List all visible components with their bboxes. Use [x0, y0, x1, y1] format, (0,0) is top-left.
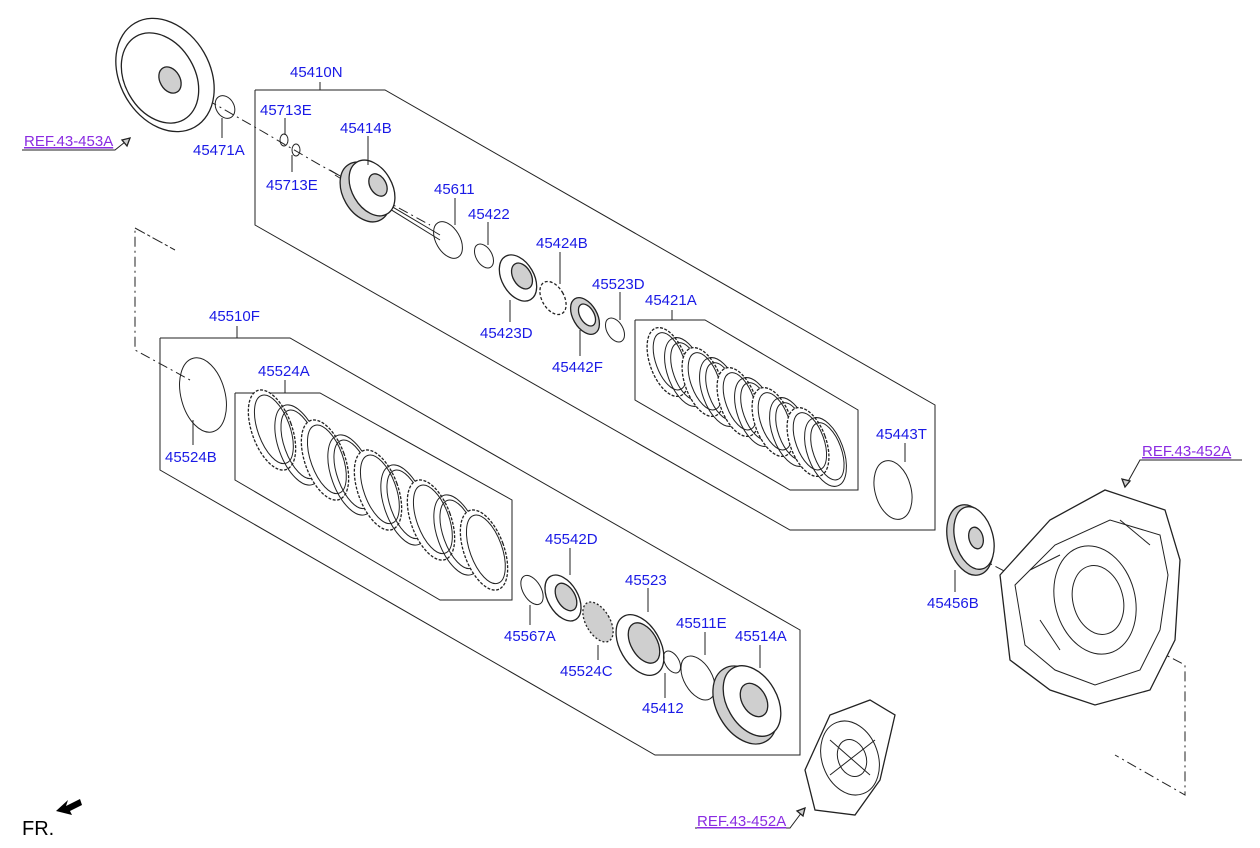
label-45542D: 45542D — [545, 531, 598, 548]
clutch-disc — [804, 417, 847, 487]
center-line-left — [134, 227, 191, 381]
transmission-case — [999, 489, 1181, 706]
label-45423D: 45423D — [480, 325, 533, 342]
clutch-disc-inner — [359, 454, 400, 525]
ring-45471A — [214, 95, 236, 119]
label-45514A: 45514A — [735, 628, 787, 645]
ring-45567A — [520, 574, 544, 606]
label-45524B: 45524B — [165, 449, 217, 466]
label-45442F: 45442F — [552, 359, 603, 376]
ring-45611 — [433, 221, 463, 259]
clutch-disc — [300, 419, 350, 501]
shaft-45414B — [329, 159, 441, 241]
part-45424B — [539, 280, 567, 316]
label-45424B: 45424B — [536, 235, 588, 252]
clutch-disc-inner — [253, 394, 294, 465]
label-45414B: 45414B — [340, 120, 392, 137]
rear-cover — [804, 699, 896, 816]
label-45523D: 45523D — [592, 276, 645, 293]
ring-45511E — [680, 655, 716, 701]
clutch-disc-inner — [306, 424, 347, 495]
clutch-disc-inner — [792, 412, 828, 471]
label-45510F: 45510F — [209, 308, 260, 325]
group-outline-45524A — [234, 392, 513, 601]
ring-45523D — [605, 317, 625, 343]
label-45713E-b: 45713E — [266, 177, 318, 194]
snap-ring-45443T — [873, 460, 913, 520]
clutch-disc — [406, 479, 456, 561]
drum-45514A — [712, 665, 782, 745]
label-45611: 45611 — [434, 181, 475, 198]
ref-link-43-452A-top[interactable]: REF.43-452A — [1142, 443, 1231, 460]
clutch-disc — [786, 406, 830, 478]
label-45713E-a: 45713E — [260, 102, 312, 119]
clutch-disc — [353, 449, 403, 531]
group-outline-45421A — [634, 319, 859, 491]
label-45422: 45422 — [468, 206, 510, 223]
torque-converter — [115, 17, 215, 133]
ref-link-43-452A-bottom[interactable]: REF.43-452A — [697, 813, 786, 830]
part-45423D — [498, 254, 538, 302]
clutch-disc — [459, 509, 509, 591]
clutch-pack-45524A — [247, 389, 509, 591]
label-45524C: 45524C — [560, 663, 613, 680]
center-line-upper — [189, 89, 431, 226]
ref-link-43-453A[interactable]: REF.43-453A — [24, 133, 113, 150]
group-outline-45410N — [254, 89, 936, 531]
part-45542D — [544, 574, 582, 622]
label-45567A: 45567A — [504, 628, 556, 645]
label-45511E: 45511E — [676, 615, 727, 632]
part-45523 — [615, 614, 665, 676]
part-45524C — [582, 601, 614, 643]
leader-lines — [192, 118, 956, 698]
ring-45412 — [662, 650, 682, 674]
fr-label: FR. — [22, 818, 54, 840]
label-45443T: 45443T — [876, 426, 927, 443]
gear-45456B — [946, 504, 995, 576]
snap-ring-45524B — [179, 357, 227, 433]
label-45523: 45523 — [625, 572, 667, 589]
arrow-up-left-icon — [56, 799, 82, 815]
label-45524A: 45524A — [258, 363, 310, 380]
ring-45422 — [474, 243, 494, 269]
label-45456B: 45456B — [927, 595, 979, 612]
clutch-pack-45421A — [646, 326, 847, 487]
ref-452A-top-leader — [1124, 459, 1242, 488]
part-45442F — [569, 297, 601, 335]
label-45421A: 45421A — [645, 292, 697, 309]
group-outline-45510F — [159, 337, 801, 756]
clutch-disc — [247, 389, 297, 471]
clutch-disc-inner — [465, 514, 506, 585]
clutch-disc-inner — [412, 484, 453, 555]
ref-452A-bottom-leader — [695, 807, 806, 829]
label-45412: 45412 — [642, 700, 684, 717]
label-45471A: 45471A — [193, 142, 245, 159]
clutch-disc-inner — [810, 422, 845, 481]
label-45410N: 45410N — [290, 64, 343, 81]
